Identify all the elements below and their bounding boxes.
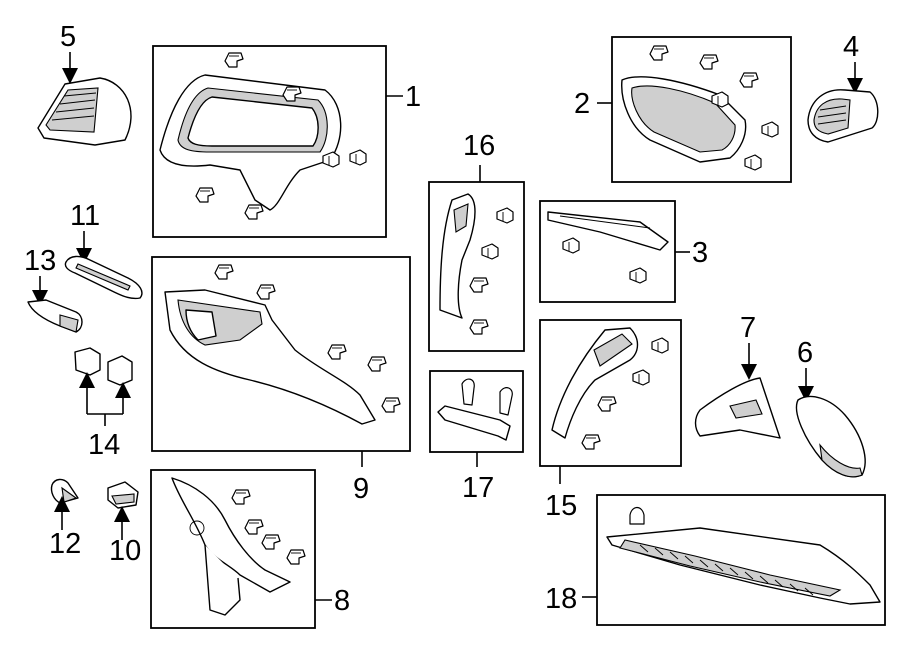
part-10-label: 10 [109, 535, 141, 567]
part-18-label: 18 [545, 583, 577, 615]
part-3-label: 3 [692, 237, 708, 269]
part-3-cover [547, 211, 669, 251]
part-18-tray-group: 18 [545, 494, 886, 626]
part-1-cluster-bezel-group: 1 [152, 45, 421, 238]
part-17-label: 17 [462, 472, 494, 504]
part-14-clip-left [74, 347, 101, 376]
part-13-label: 13 [24, 245, 56, 277]
part-11-strip-group: 11 [64, 200, 143, 300]
part-6-label: 6 [797, 337, 813, 369]
part-8-box [150, 469, 316, 629]
part-18-box [596, 494, 886, 626]
part-7-label: 7 [740, 312, 756, 344]
part-15-pillar-group: 15 [539, 319, 682, 522]
part-14-clips-group: 14 [74, 347, 133, 461]
part-16-box [428, 181, 525, 352]
part-1-box [152, 45, 387, 238]
part-9-box [151, 256, 411, 452]
part-11-label: 11 [70, 200, 100, 232]
part-8-panel [171, 477, 291, 593]
part-13-trim-group: 13 [24, 245, 83, 333]
part-1-label: 1 [405, 81, 421, 113]
part-5-label: 5 [60, 21, 76, 53]
part-5-vent-group: 5 [37, 21, 132, 146]
part-4-label: 4 [843, 31, 859, 63]
part-14-label: 14 [88, 429, 120, 461]
part-2-box [611, 36, 792, 183]
part-8-panel-group: 8 [150, 469, 350, 629]
part-15-label: 15 [545, 490, 577, 522]
part-2-bezel-group: 2 [574, 36, 792, 183]
part-14-clip-right [107, 355, 133, 386]
part-10-clip-group: 10 [107, 481, 141, 567]
part-7-switch-group: 7 [694, 312, 781, 439]
part-16-pillar-group: 16 [428, 130, 525, 352]
part-16-label: 16 [463, 130, 495, 162]
part-15-box [539, 319, 682, 467]
part-9-label: 9 [353, 473, 369, 505]
part-17-bracket [437, 405, 511, 441]
part-12-label: 12 [49, 528, 81, 560]
part-8-label: 8 [334, 585, 350, 617]
part-6-trim-group: 6 [795, 337, 866, 478]
part-9-panel-group: 9 [151, 256, 411, 505]
part-3-cover-group: 3 [539, 200, 708, 303]
part-18-tray [606, 527, 881, 605]
part-4-vent-group: 4 [807, 31, 879, 143]
part-17-bracket-group: 17 [429, 370, 524, 504]
part-12-cap-group: 12 [49, 478, 81, 560]
part-2-label: 2 [574, 88, 590, 120]
